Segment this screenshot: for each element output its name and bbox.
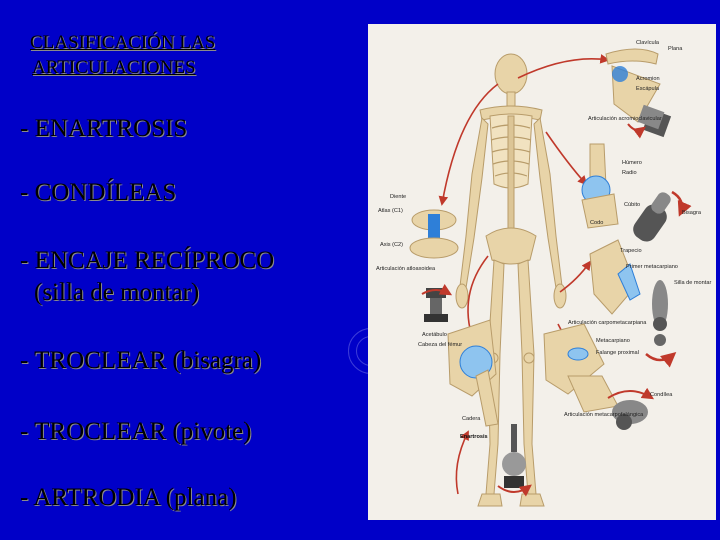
bullet-condileas: - CONDÍLEAS: [20, 179, 177, 206]
svg-text:Acetábulo: Acetábulo: [422, 332, 447, 338]
hip-joint: Acetábulo Cabeza del fémur Cadera Enartr…: [418, 319, 532, 497]
bullet-artrodia-plana: - ARTRODIA (plana): [20, 484, 237, 511]
bullet-troclear-bisagra: - TROCLEAR (bisagra): [20, 347, 262, 374]
metacarpophalangeal-joint: Metacarpiano Falange proximal Condílea A…: [543, 323, 673, 430]
svg-text:Trapecio: Trapecio: [620, 248, 642, 254]
joint-types-illustration: Clavícula Plana Acromion Escápula Articu…: [368, 24, 716, 520]
connector-arrows: [438, 54, 610, 495]
svg-text:Atlas (C1): Atlas (C1): [378, 208, 403, 214]
svg-text:Articulación atloaxoidea: Articulación atloaxoidea: [376, 266, 436, 272]
svg-text:Cúbito: Cúbito: [624, 202, 640, 208]
svg-text:Cabeza del fémur: Cabeza del fémur: [418, 342, 462, 348]
atlantoaxial-joint: Diente Atlas (C1) Axis (C2) Articulación…: [376, 194, 459, 322]
svg-text:Acromion: Acromion: [636, 76, 660, 82]
svg-text:Articulación metacarpofalángic: Articulación metacarpofalángica: [564, 412, 644, 418]
skeleton: [455, 53, 567, 507]
svg-text:Diente: Diente: [390, 194, 406, 200]
svg-text:Articulación acromioclavicular: Articulación acromioclavicular: [588, 116, 662, 122]
elbow-joint: Húmero Radio Cúbito Codo Bisagra: [581, 143, 702, 242]
svg-text:Primer metacarpiano: Primer metacarpiano: [626, 264, 678, 270]
svg-text:Axis (C2): Axis (C2): [380, 242, 403, 248]
svg-text:Cadera: Cadera: [462, 416, 481, 422]
svg-text:Condílea: Condílea: [650, 392, 673, 398]
bullet-encaje-reciproco: - ENCAJE RECÍPROCO (silla de montar): [20, 245, 274, 309]
joints-diagram: Clavícula Plana Acromion Escápula Articu…: [376, 40, 711, 507]
acromioclavicular-joint: Clavícula Plana Acromion Escápula Articu…: [588, 40, 683, 139]
title-line-1: CLASIFICACIÓN LAS: [30, 32, 216, 53]
bullet-sublabel: (silla de montar): [34, 279, 200, 306]
svg-text:Húmero: Húmero: [622, 160, 642, 166]
svg-text:Escápula: Escápula: [636, 86, 660, 92]
svg-text:Silla de montar: Silla de montar: [674, 280, 711, 286]
slide-title: CLASIFICACIÓN LAS ARTICULACIONES: [30, 30, 292, 80]
carpometacarpal-joint: Trapecio Primer metacarpiano Silla de mo…: [568, 239, 711, 368]
svg-text:Metacarpiano: Metacarpiano: [596, 338, 630, 344]
svg-text:Bisagra: Bisagra: [682, 210, 702, 216]
svg-text:Plana: Plana: [668, 46, 683, 52]
svg-text:Radio: Radio: [622, 170, 637, 176]
svg-text:Falange proximal: Falange proximal: [596, 350, 639, 356]
svg-text:Enartrosis: Enartrosis: [460, 434, 488, 440]
bullet-troclear-pivote: - TROCLEAR (pivote): [20, 418, 252, 445]
bullet-enartrosis: - ENARTROSIS: [20, 115, 188, 142]
svg-text:Codo: Codo: [590, 220, 603, 226]
svg-text:Clavícula: Clavícula: [636, 40, 660, 46]
bullet-label: - ENCAJE RECÍPROCO: [20, 247, 275, 274]
svg-text:Articulación carpometacarpiana: Articulación carpometacarpiana: [568, 320, 647, 326]
title-line-2: ARTICULACIONES: [32, 57, 196, 78]
